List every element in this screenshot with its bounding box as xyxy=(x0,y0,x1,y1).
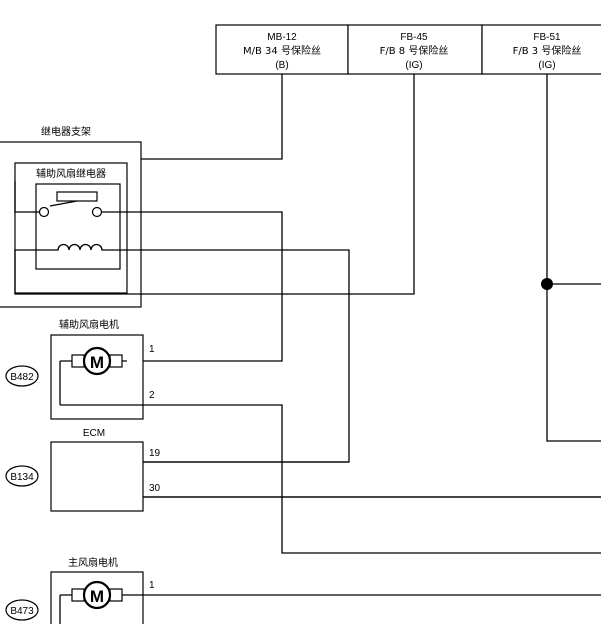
main-fan-motor-label: 主风扇电机 xyxy=(68,556,118,569)
main-fan-motor-symbol xyxy=(82,580,112,610)
fuse-fb-51-type: (IG) xyxy=(538,60,555,71)
fuse-fb-45-code: FB-45 xyxy=(400,32,428,43)
junction-dot xyxy=(541,278,553,290)
relay-inner-box xyxy=(35,183,121,270)
relay-armature xyxy=(56,191,98,202)
relay-contact-left xyxy=(38,206,50,218)
sub-fan-relay: 辅助风扇继电器 xyxy=(14,162,128,294)
main-fan-motor: M xyxy=(50,571,144,624)
fuse-fb-51-name: F/B 3 号保险丝 xyxy=(513,44,582,57)
main-fan-motor-m: M xyxy=(90,587,104,606)
connector-b473: B473 xyxy=(5,599,39,621)
fuse-mb-12-name: M/B 34 号保险丝 xyxy=(243,44,321,57)
main-fan-motor-pin1: 1 xyxy=(149,580,155,591)
sub-fan-motor: M xyxy=(50,334,144,420)
fuse-mb-12-type: (B) xyxy=(275,60,288,71)
ecm-pin19: 19 xyxy=(149,448,161,459)
sub-fan-motor-pin2: 2 xyxy=(149,390,155,401)
fuse-fb-51-code: FB-51 xyxy=(533,32,561,43)
fuse-mb-12: MB-12 M/B 34 号保险丝 (B) xyxy=(215,24,349,75)
relay-contact-right xyxy=(91,206,103,218)
fuse-mb-12-code: MB-12 xyxy=(267,32,297,43)
sub-fan-motor-pin1: 1 xyxy=(149,344,155,355)
sub-fan-motor-m: M xyxy=(90,353,104,372)
connector-b482: B482 xyxy=(5,365,39,387)
connector-b134-label: B134 xyxy=(10,472,34,483)
fuse-fb-45-type: (IG) xyxy=(405,60,422,71)
sub-fan-motor-label: 辅助风扇电机 xyxy=(59,318,119,331)
connector-b482-label: B482 xyxy=(10,372,34,383)
connector-b473-label: B473 xyxy=(10,606,34,617)
fuse-fb-45-name: F/B 8 号保险丝 xyxy=(380,44,449,57)
ecm-label: ECM xyxy=(83,428,105,439)
ecm-box xyxy=(50,441,144,512)
fuse-fb-45: FB-45 F/B 8 号保险丝 (IG) xyxy=(347,24,483,75)
ecm-pin30: 30 xyxy=(149,483,161,494)
relay-bracket-label: 继电器支架 xyxy=(41,125,91,138)
connector-b134: B134 xyxy=(5,465,39,487)
fuse-fb-51: FB-51 F/B 3 号保险丝 (IG) xyxy=(481,24,601,75)
sub-fan-relay-label: 辅助风扇继电器 xyxy=(36,167,106,180)
sub-fan-motor-symbol xyxy=(82,346,112,376)
relay-coil xyxy=(36,243,120,251)
